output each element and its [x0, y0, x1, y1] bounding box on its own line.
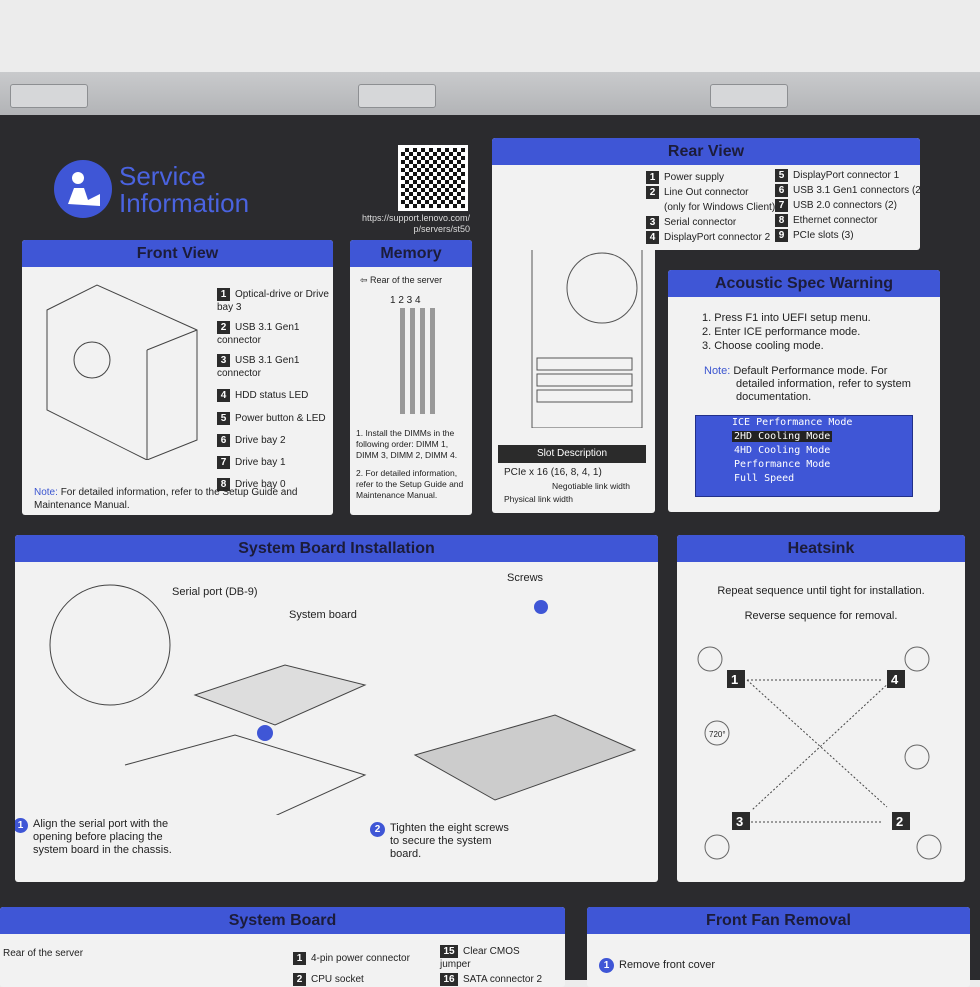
chassis-tab	[358, 84, 436, 108]
slot-physical: Physical link width	[504, 494, 573, 504]
step-2-icon: 2	[370, 822, 385, 837]
front-note: Note: For detailed information, refer to…	[34, 487, 298, 511]
slot-description-title: Slot Description	[498, 445, 646, 463]
torque-label: 720°	[709, 730, 726, 739]
svg-text:3: 3	[736, 814, 743, 829]
rear-of-server-label: Rear of the server	[3, 948, 84, 959]
ice-menu: ICE Performance Mode 2HD Cooling Mode 4H…	[695, 415, 913, 497]
chassis-tab	[10, 84, 88, 108]
svg-text:2: 2	[896, 814, 903, 829]
step-1-icon: 1	[599, 958, 614, 973]
memory-rear-label: ⇦ Rear of the server	[360, 275, 443, 285]
ice-option[interactable]: Full Speed	[734, 473, 795, 484]
memory-step-2: 2. For detailed information, refer to th…	[356, 468, 464, 500]
ice-option[interactable]: 4HD Cooling Mode	[734, 445, 831, 456]
service-title: Service Information	[119, 163, 249, 217]
panel-header: Acoustic Spec Warning	[668, 270, 940, 297]
svg-text:4: 4	[891, 672, 899, 687]
dimm-numbers: 1 2 3 4	[390, 295, 421, 306]
qr-code[interactable]	[398, 145, 468, 211]
slot-text: PCIe x 16 (16, 8, 4, 1)	[504, 467, 602, 478]
acoustic-step: 2. Enter ICE performance mode.	[702, 326, 861, 338]
heatsink-panel: Heatsink Repeat sequence until tight for…	[677, 535, 965, 882]
support-url[interactable]: https://support.lenovo.com/p/servers/st5…	[330, 213, 470, 235]
panel-header: Rear View	[492, 138, 920, 165]
panel-header: System Board	[0, 907, 565, 934]
acoustic-note: Note: Default Performance mode. For deta…	[704, 365, 911, 403]
panel-header: System Board Installation	[15, 535, 658, 562]
rear-chassis-diagram	[531, 240, 643, 428]
panel-header: Memory	[350, 240, 472, 267]
heatsink-sequence-diagram: 1 4 3 2	[697, 646, 942, 860]
title-line: Information	[119, 188, 250, 218]
installation-panel: System Board Installation Serial port (D…	[15, 535, 658, 882]
acoustic-step: 3. Choose cooling mode.	[702, 340, 824, 352]
dimm-slots-diagram	[400, 308, 435, 414]
url-line: p/servers/st50	[413, 224, 470, 234]
ice-menu-title: ICE Performance Mode	[732, 417, 853, 428]
panel-header: Front Fan Removal	[587, 907, 970, 934]
ice-option-selected[interactable]: 2HD Cooling Mode	[732, 431, 833, 442]
chassis-tab	[710, 84, 788, 108]
rear-diagram-panel: Slot Description PCIe x 16 (16, 8, 4, 1)…	[492, 240, 655, 513]
installation-diagram	[49, 584, 637, 815]
memory-step-1: 1. Install the DIMMs in the following or…	[356, 428, 458, 460]
heatsink-line-2: Reverse sequence for removal.	[744, 610, 898, 622]
system-board-label: System board	[289, 609, 357, 621]
service-logo-icon	[54, 160, 112, 218]
acoustic-step: 1. Press F1 into UEFI setup menu.	[702, 312, 871, 324]
title-line: Service	[119, 161, 206, 191]
acoustic-panel: Acoustic Spec Warning 1. Press F1 into U…	[668, 270, 940, 512]
memory-panel: Memory ⇦ Rear of the server 1 2 3 4 1. I…	[350, 240, 472, 515]
ice-option[interactable]: Performance Mode	[734, 459, 831, 470]
panel-header: Front View	[22, 240, 333, 267]
url-line: https://support.lenovo.com/	[361, 213, 470, 223]
heatsink-line-1: Repeat sequence until tight for installa…	[717, 585, 925, 597]
front-view-diagram	[46, 284, 198, 460]
screws-label: Screws	[507, 572, 544, 584]
panel-header: Heatsink	[677, 535, 965, 562]
list-item: (only for Windows Client)	[664, 202, 776, 213]
step-1-icon: 1	[15, 818, 28, 833]
slot-negotiable: Negotiable link width	[552, 481, 630, 491]
serial-port-label: Serial port (DB-9)	[172, 586, 258, 598]
svg-text:1: 1	[731, 672, 738, 687]
